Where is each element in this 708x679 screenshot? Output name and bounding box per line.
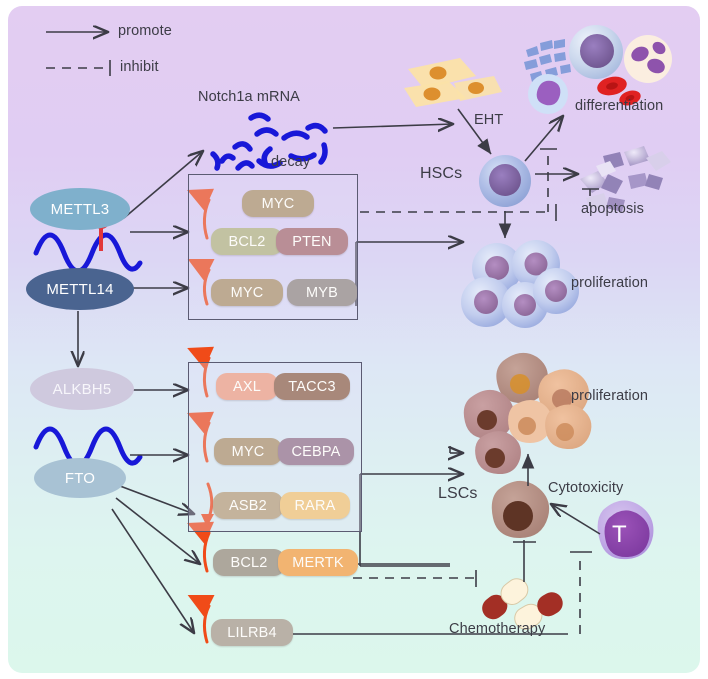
gene-label: TACC3 (288, 378, 336, 395)
downregulation-arrow (201, 482, 214, 527)
differentiation-label: differentiation (575, 98, 664, 114)
enzyme-fto[interactable]: FTO (34, 458, 126, 498)
gene-label: MYC (231, 443, 265, 460)
gene-pill-myc-top[interactable]: MYC (242, 190, 314, 217)
legend-promote-label: promote (118, 23, 172, 39)
cytotoxicity-label: Cytotoxicity (548, 480, 624, 496)
chemotherapy-capsules (482, 578, 563, 630)
enzyme-mettl14-label: METTL14 (46, 280, 114, 298)
enzyme-mettl3[interactable]: METTL3 (30, 188, 130, 230)
enzyme-mettl3-label: METTL3 (50, 200, 110, 218)
legend-inhibit-arrow (46, 60, 111, 76)
apoptosis-label: apoptosis (581, 201, 644, 217)
gene-label: PTEN (292, 233, 332, 250)
arrow-eht-hsc (457, 108, 492, 155)
notch1a-mrna-label: Notch1a mRNA (198, 89, 300, 105)
arrow-fto-bcl2-mertk (115, 497, 200, 564)
apoptosis-fragments (580, 146, 671, 212)
gene-pill-lilrb4[interactable]: LILRB4 (211, 619, 293, 646)
gene-pill-myc-myb[interactable]: MYC (211, 279, 283, 306)
arrow-mettl3-notch (123, 151, 203, 219)
gene-label: AXL (232, 378, 261, 395)
arrow-fto-lilrb4 (111, 508, 194, 633)
arrow-hsc-differentiation (524, 116, 563, 162)
gene-pill-mertk[interactable]: MERTK (278, 549, 358, 576)
up-arrow-myc-cebpa (187, 411, 214, 463)
gene-label: CEBPA (291, 443, 341, 460)
gene-pill-axl[interactable]: AXL (216, 373, 278, 400)
t-cell-label: T (612, 521, 627, 548)
gene-label: MYC (230, 284, 264, 301)
gene-label: BCL2 (228, 233, 266, 250)
gene-pill-bcl2-top[interactable]: BCL2 (211, 228, 283, 255)
gene-pill-myc-bottom[interactable]: MYC (214, 438, 282, 465)
upregulation-arrows (187, 188, 215, 644)
gene-pill-myb[interactable]: MYB (287, 279, 357, 306)
gene-pill-rara[interactable]: RARA (280, 492, 350, 519)
gene-pill-cebpa[interactable]: CEBPA (278, 438, 354, 465)
up-arrow-bcl2-pten (187, 188, 214, 240)
connector-layer (46, 6, 601, 644)
decay-label: decay (271, 154, 311, 170)
hsc-cell (479, 155, 531, 207)
arrow-cytotoxicity (551, 504, 601, 535)
eht-label: EHT (474, 112, 504, 128)
hsc-label: HSCs (420, 165, 463, 182)
gene-pill-bcl2-extra[interactable]: BCL2 (213, 549, 285, 576)
notch1a-mrna-fragments (210, 112, 328, 171)
up-arrow-lilrb4 (187, 594, 215, 644)
arrow-notch-eht (332, 124, 453, 128)
hsc-proliferation-cluster (461, 240, 579, 328)
gene-label: BCL2 (230, 554, 268, 571)
lsc-proliferation-cluster (463, 352, 592, 475)
lsc-label: LSCs (438, 485, 478, 502)
endothelial-cells (404, 58, 502, 107)
gene-label: MERTK (292, 554, 344, 571)
gene-label: MYC (261, 195, 295, 212)
enzyme-mettl14[interactable]: METTL14 (26, 268, 134, 310)
gene-label: LILRB4 (227, 624, 277, 641)
gene-label: RARA (294, 497, 336, 514)
up-arrow-bcl2-mertk (187, 521, 214, 573)
lsc-cell (491, 480, 550, 538)
chemotherapy-label: Chemotherapy (449, 621, 546, 637)
illustration-layer (33, 25, 672, 630)
differentiation-cells (524, 25, 672, 114)
proliferation-lsc-label: proliferation (571, 388, 649, 404)
gene-pill-asb2[interactable]: ASB2 (213, 492, 283, 519)
legend-inhibit-label: inhibit (120, 59, 159, 75)
gene-pill-tacc3[interactable]: TACC3 (274, 373, 350, 400)
enzyme-alkbh5-label: ALKBH5 (52, 380, 112, 398)
t-cell (597, 500, 654, 560)
diagram-canvas: METTL3 METTL14 ALKBH5 FTO MYC BCL2 PTEN … (8, 6, 700, 673)
up-arrow-axl (187, 346, 214, 398)
up-arrow-myc-myb (187, 258, 215, 306)
mrna-strands (33, 232, 143, 468)
enzyme-fto-label: FTO (64, 469, 96, 487)
gene-pill-pten[interactable]: PTEN (276, 228, 348, 255)
gene-label: MYB (305, 284, 339, 301)
gene-label: ASB2 (229, 497, 267, 514)
proliferation-hsc-label: proliferation (571, 275, 649, 291)
arrow-fto-asb2 (119, 485, 194, 514)
enzyme-alkbh5[interactable]: ALKBH5 (30, 368, 134, 410)
